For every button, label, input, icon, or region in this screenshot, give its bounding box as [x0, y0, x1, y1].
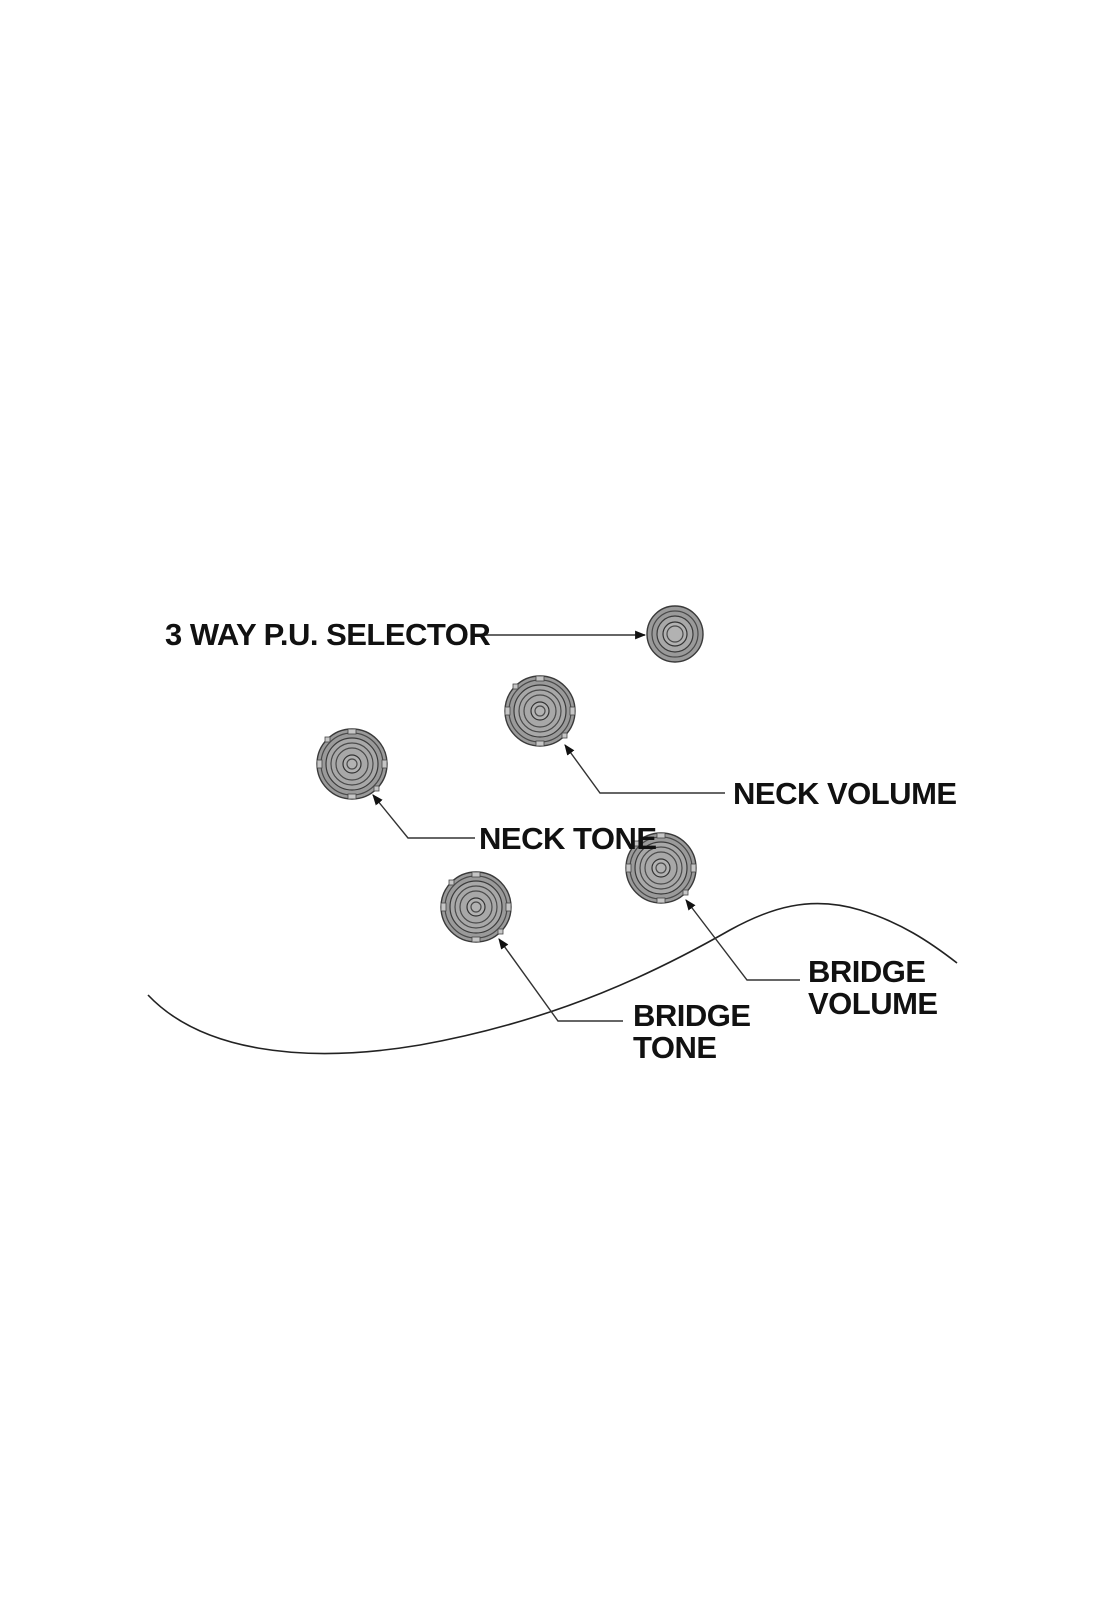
neck-tone-knob [316, 728, 388, 800]
pickup-selector-knob [646, 605, 704, 663]
neck-volume-leader [564, 744, 725, 794]
bridge-tone-knob [440, 871, 512, 943]
bridge-tone-leader [498, 938, 623, 1022]
bridge-volume-label-line1: BRIDGE [808, 954, 926, 989]
bridge-volume-label-line2: VOLUME [808, 986, 938, 1021]
neck-tone-label: NECK TONE [479, 821, 657, 856]
bridge-tone-label-line1: BRIDGE [633, 998, 751, 1033]
neck-tone-leader [372, 794, 475, 839]
guitar-body-edge [147, 902, 958, 1055]
selector-label: 3 WAY P.U. SELECTOR [165, 617, 490, 652]
bridge-tone-label-line2: TONE [633, 1030, 717, 1065]
bridge-volume-leader [685, 899, 800, 981]
neck-volume-label: NECK VOLUME [733, 776, 957, 811]
neck-volume-knob [504, 675, 576, 747]
